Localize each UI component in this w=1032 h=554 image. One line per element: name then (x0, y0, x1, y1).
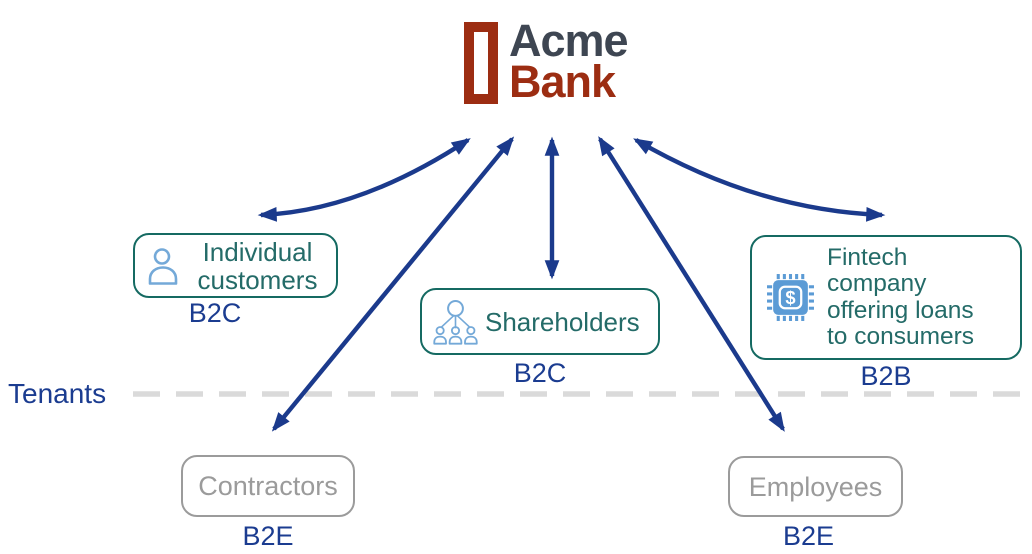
bank-logo-icon (464, 22, 498, 104)
entity-card-shareholders: Shareholders (420, 288, 660, 355)
entity-label: Shareholders (485, 306, 640, 337)
entity-label-line: Individual (202, 236, 313, 267)
tenants-label: Tenants (8, 378, 107, 409)
entity-label-line: offering loans (827, 296, 974, 324)
svg-text:$: $ (785, 287, 795, 308)
arrow-bank-fintech (633, 138, 886, 222)
tag-b2b-fintech: B2B (860, 361, 912, 391)
entity-label: Contractors (198, 471, 338, 501)
entity-label-line: to consumers (827, 323, 975, 350)
entity-card-contractors: Contractors (181, 455, 355, 517)
entity-card-individual-customers: Individual customers (133, 233, 338, 298)
arrow-bank-employees (598, 136, 785, 432)
entity-label: Individual customers (179, 238, 336, 294)
entity-label-line: customers (197, 264, 318, 295)
org-chart-icon (432, 296, 479, 348)
tag-b2e-contractors: B2E (242, 521, 294, 551)
entity-label-line: company (827, 270, 927, 297)
bank-logo-text: Acme Bank (509, 15, 629, 107)
person-icon (147, 247, 179, 285)
acme-bank-logo: Acme Bank (464, 15, 629, 107)
tag-b2e-employees: B2E (782, 521, 835, 551)
entity-card-fintech: $ Fintech company offering loans to cons… (750, 235, 1022, 360)
chip-dollar-icon: $ (766, 273, 815, 322)
brand-name-top: Acme (509, 15, 629, 66)
arrow-bank-contractors (271, 136, 515, 432)
entity-card-employees: Employees (728, 456, 903, 517)
entity-label-line: Fintech (827, 243, 908, 271)
tag-b2c-shareholders: B2C (513, 358, 567, 388)
entity-label: Employees (748, 471, 883, 502)
tag-b2c-individual-customers: B2C (188, 298, 242, 328)
brand-name-bottom: Bank (509, 56, 616, 107)
entity-label: Fintech company offering loans to consum… (827, 243, 975, 351)
arrow-bank-individual-customers (257, 138, 471, 222)
